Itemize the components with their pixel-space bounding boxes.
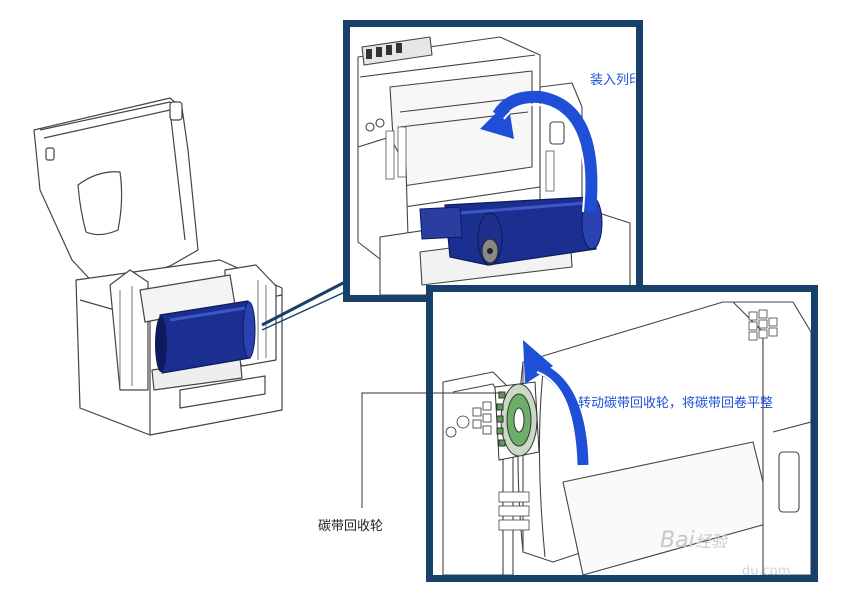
bottom-instruction-label: 转动碳带回收轮，将碳带回卷平整 <box>578 396 774 411</box>
watermark-brand: Bai <box>660 528 695 553</box>
watermark-brand-suffix: 经验 <box>694 532 727 551</box>
top-instruction-label: 装入列印机心上方 <box>590 73 643 88</box>
curved-up-arrow-icon <box>523 340 589 466</box>
curved-arrow-icon <box>480 90 598 213</box>
ribbon-loading-drawing <box>357 36 631 295</box>
printer-overview <box>33 97 283 436</box>
ribbon-rewind-drawing <box>442 301 811 575</box>
watermark-domain: du.com <box>742 564 791 579</box>
ribbon-rewind-panel: 转动碳带回收轮，将碳带回卷平整 <box>426 285 818 582</box>
callout-label: 碳带回收轮 <box>318 519 384 534</box>
ribbon-loading-panel: 装入列印机心上方 <box>343 20 643 302</box>
watermark-logo: Bai经验 <box>660 528 727 553</box>
